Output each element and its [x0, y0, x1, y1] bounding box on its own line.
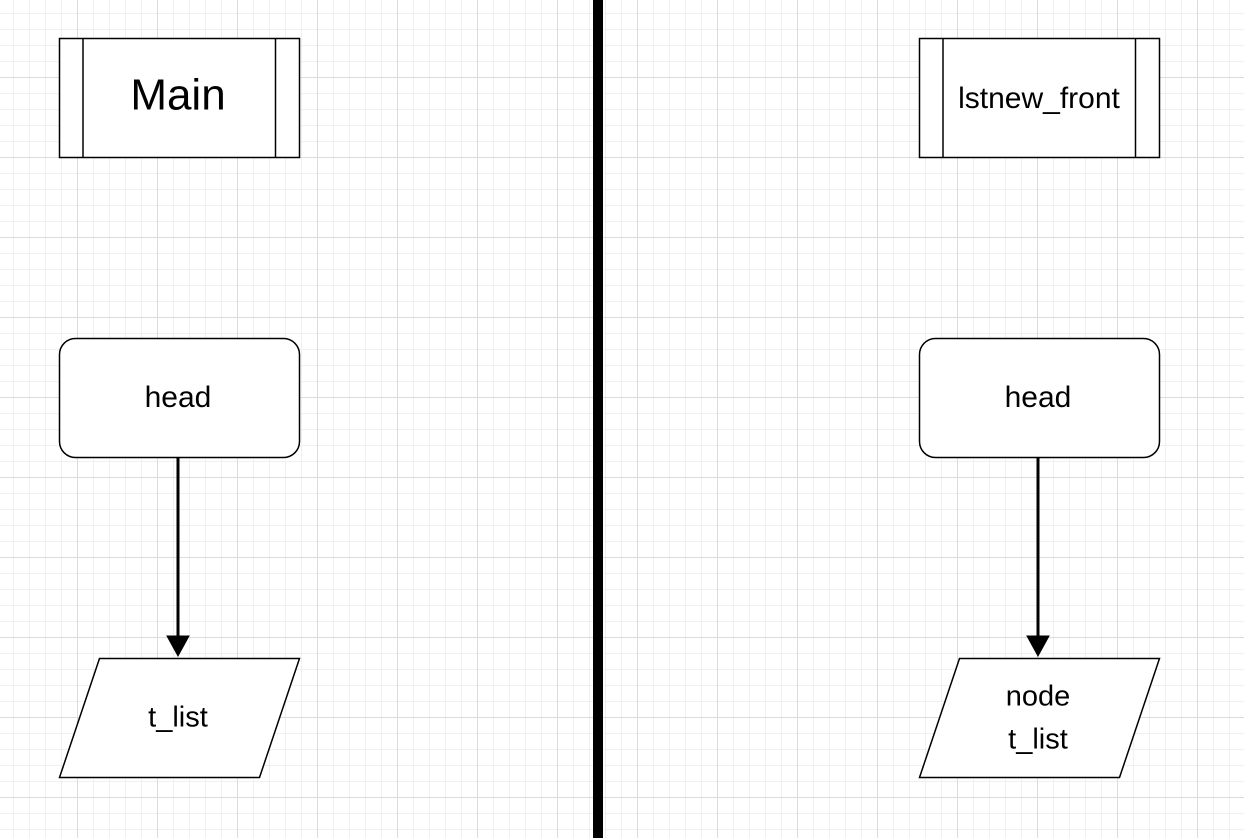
lstnew-front-process-label: lstnew_front	[958, 82, 1120, 115]
right-head-to-node-arrow[interactable]	[1026, 458, 1050, 658]
left-head-label: head	[145, 381, 212, 414]
left-list-data-node[interactable]: t_list	[58, 657, 301, 779]
main-process-label: Main	[130, 71, 225, 120]
left-list-label: t_list	[148, 702, 208, 734]
right-head-label: head	[1005, 381, 1072, 414]
left-panel: Main head t_list	[58, 37, 301, 779]
main-process-box[interactable]: Main	[58, 37, 301, 159]
left-head-to-list-arrow[interactable]	[166, 458, 190, 658]
right-panel: lstnew_front head node t_list	[918, 37, 1161, 779]
right-head-node[interactable]: head	[918, 337, 1161, 459]
left-head-node[interactable]: head	[58, 337, 301, 459]
right-node-label-line1: node	[1006, 681, 1071, 713]
lstnew-front-process-box[interactable]: lstnew_front	[918, 37, 1161, 159]
right-node-label-line2: t_list	[1008, 724, 1068, 756]
right-node-data-node[interactable]: node t_list	[918, 657, 1161, 779]
